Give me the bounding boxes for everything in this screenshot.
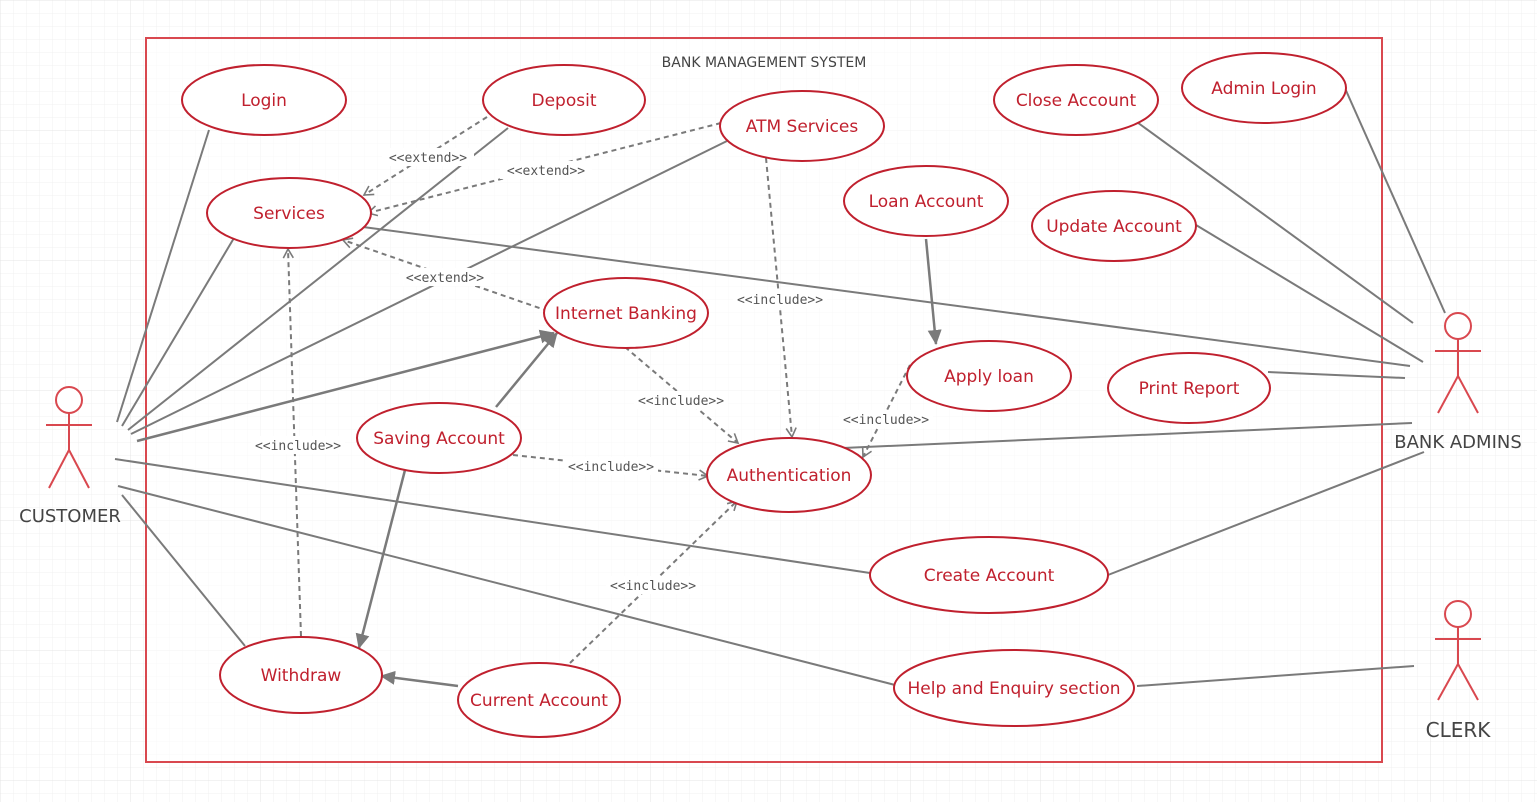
use-case-update-account[interactable]: Update Account: [1031, 190, 1197, 262]
use-case-admin-login-label: Admin Login: [1211, 79, 1316, 99]
use-case-current-account-label: Current Account: [470, 691, 608, 711]
system-title: BANK MANAGEMENT SYSTEM: [662, 55, 867, 71]
stick-figure-icon: [1435, 312, 1481, 414]
assoc-customer-internet: [136, 329, 555, 443]
assoc-update-admins: [1195, 224, 1424, 363]
use-case-services[interactable]: Services: [206, 177, 372, 249]
use-case-apply-loan[interactable]: Apply loan: [906, 340, 1072, 412]
use-case-create-account-label: Create Account: [924, 566, 1055, 586]
use-case-withdraw-label: Withdraw: [261, 666, 342, 686]
actor-bank-admins-label: BANK ADMINS: [1394, 432, 1522, 453]
relation-labels: <<extend>> <<extend>> <<extend>> <<inclu…: [251, 148, 933, 594]
actor-clerk[interactable]: CLERK: [1426, 600, 1492, 742]
use-case-apply-loan-label: Apply loan: [944, 367, 1034, 387]
assoc-customer-help: [117, 485, 896, 686]
use-case-withdraw[interactable]: Withdraw: [219, 636, 383, 714]
assoc-current-withdraw: [380, 670, 459, 688]
use-case-update-account-label: Update Account: [1046, 217, 1182, 237]
assoc-saving-withdraw: [355, 469, 407, 649]
include-label-apply: <<include>>: [843, 413, 929, 428]
use-case-login-label: Login: [241, 91, 287, 111]
assoc-saving-internet: [495, 332, 558, 408]
use-case-create-account[interactable]: Create Account: [869, 536, 1109, 614]
assoc-create-admins: [1107, 451, 1425, 576]
use-case-deposit[interactable]: Deposit: [482, 64, 646, 136]
include-saving-auth: [512, 454, 710, 481]
assoc-customer-create: [114, 458, 871, 574]
stick-figure-icon: [46, 386, 92, 489]
use-case-current-account[interactable]: Current Account: [457, 662, 621, 738]
use-case-loan-account-label: Loan Account: [869, 192, 984, 212]
stick-figure-icon: [1435, 600, 1481, 701]
use-case-saving-account-label: Saving Account: [373, 429, 505, 449]
assoc-auth-admins: [842, 422, 1413, 449]
assoc-print-admins: [1267, 371, 1406, 379]
use-cases: Login Deposit ATM Services Close Account…: [181, 52, 1347, 738]
include-label-internet: <<include>>: [638, 394, 724, 409]
include-label-saving: <<include>>: [568, 460, 654, 475]
extend-label-atm: <<extend>>: [507, 164, 585, 179]
actor-bank-admins[interactable]: BANK ADMINS: [1394, 312, 1522, 453]
include-atm-auth: [765, 157, 797, 439]
use-case-internet-banking-label: Internet Banking: [555, 304, 697, 324]
use-case-loan-account[interactable]: Loan Account: [843, 165, 1009, 237]
use-case-print-report-label: Print Report: [1139, 379, 1240, 399]
include-current-auth: [569, 499, 739, 664]
use-case-admin-login[interactable]: Admin Login: [1181, 52, 1347, 124]
assoc-close-admins: [1129, 116, 1414, 324]
assoc-customer-login: [116, 129, 210, 423]
actor-customer[interactable]: CUSTOMER: [19, 386, 121, 527]
use-case-atm-services[interactable]: ATM Services: [719, 90, 885, 162]
assoc-customer-withdraw: [121, 494, 246, 647]
associations: [114, 85, 1446, 687]
actor-customer-label: CUSTOMER: [19, 506, 121, 527]
use-case-services-label: Services: [253, 204, 325, 224]
use-case-authentication-label: Authentication: [727, 466, 852, 486]
extend-label-deposit: <<extend>>: [389, 151, 467, 166]
assoc-loan-apply: [924, 238, 942, 345]
use-case-help-enquiry-label: Help and Enquiry section: [907, 679, 1120, 699]
use-case-internet-banking[interactable]: Internet Banking: [543, 277, 709, 349]
use-case-close-account[interactable]: Close Account: [993, 64, 1159, 136]
assoc-customer-services: [121, 237, 235, 427]
actor-clerk-label: CLERK: [1426, 718, 1492, 742]
assoc-adminlogin-admins: [1343, 85, 1446, 314]
assoc-services-admins: [362, 226, 1411, 367]
include-label-current: <<include>>: [610, 579, 696, 594]
assoc-customer-atm: [130, 140, 728, 435]
use-case-deposit-label: Deposit: [532, 91, 597, 111]
include-label-atm: <<include>>: [737, 293, 823, 308]
use-case-saving-account[interactable]: Saving Account: [356, 402, 522, 474]
extend-label-internet: <<extend>>: [406, 271, 484, 286]
include-label-withdraw: <<include>>: [255, 439, 341, 454]
use-case-login[interactable]: Login: [181, 64, 347, 136]
use-case-atm-services-label: ATM Services: [746, 117, 859, 137]
use-case-help-enquiry[interactable]: Help and Enquiry section: [893, 649, 1135, 727]
use-case-close-account-label: Close Account: [1016, 91, 1137, 111]
use-case-authentication[interactable]: Authentication: [706, 437, 872, 513]
assoc-customer-deposit: [127, 127, 509, 431]
use-case-print-report[interactable]: Print Report: [1107, 352, 1271, 424]
assoc-help-clerk: [1136, 665, 1415, 687]
directed-associations: [136, 238, 942, 688]
